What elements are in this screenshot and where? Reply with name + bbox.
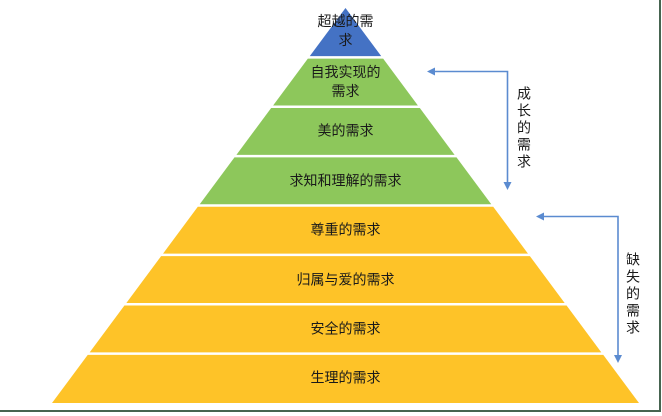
annotation-deficiency-needs: 缺失的需求 xyxy=(625,252,641,337)
pyramid-level-2-shape xyxy=(236,108,455,155)
bracket-line-0 xyxy=(433,70,509,182)
pyramid-level-7-shape xyxy=(52,354,639,403)
bracket-1-down-arrow-icon xyxy=(614,355,622,363)
pyramid-level-0-shape xyxy=(309,8,382,57)
pyramid-level-1-shape xyxy=(273,58,418,106)
pyramid-level-3-shape xyxy=(199,157,492,205)
frame-right-border xyxy=(659,0,661,412)
pyramid-level-6-shape xyxy=(89,305,602,353)
bracket-0-down-arrow-icon xyxy=(503,182,512,190)
pyramid-level-4-shape xyxy=(163,206,528,254)
frame-bottom-border xyxy=(0,410,661,412)
pyramid-level-5-shape xyxy=(126,256,565,303)
bracket-0-left-arrow-icon xyxy=(427,67,435,76)
bracket-1-left-arrow-icon xyxy=(536,212,544,221)
annotation-growth-needs: 成长的需求 xyxy=(516,86,532,171)
bracket-line-1 xyxy=(542,215,619,355)
